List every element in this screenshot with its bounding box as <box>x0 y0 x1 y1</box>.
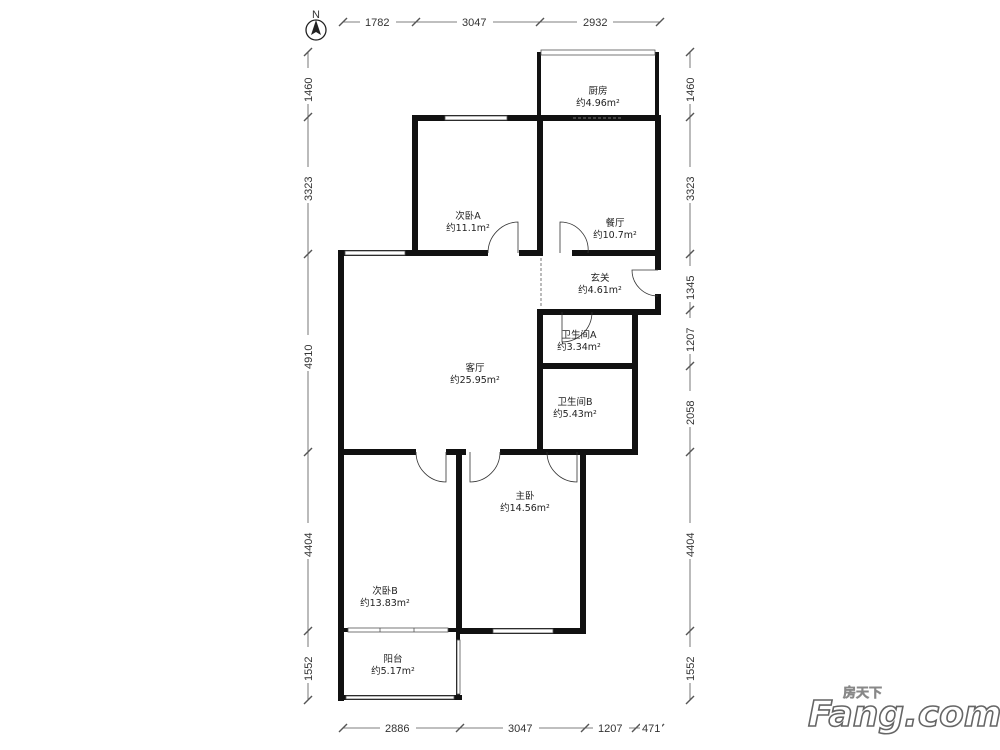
room-area: 约5.17m² <box>371 665 415 677</box>
fang-logo: 房天下 Fang.com <box>807 685 1000 736</box>
room-area: 约5.43m² <box>553 408 597 420</box>
room-kitchen-label: 厨房 约4.96m² <box>576 85 620 109</box>
room-dining-label: 餐厅 约10.7m² <box>593 217 637 241</box>
dim-right-7: 1552 <box>685 657 697 681</box>
compass-label: N <box>312 9 320 21</box>
dim-right-2: 3323 <box>685 177 697 201</box>
dim-left-1: 1460 <box>303 78 315 102</box>
windows <box>344 49 656 700</box>
room-name: 卫生间B <box>557 396 592 408</box>
room-foyer-label: 玄关 约4.61m² <box>578 272 622 296</box>
room-name: 次卧A <box>455 210 481 222</box>
right-dimension-line <box>685 47 695 705</box>
dim-top-3: 2932 <box>583 17 607 29</box>
dim-left-3: 4910 <box>303 345 315 369</box>
dim-right-5: 2058 <box>685 401 697 425</box>
dim-right-6: 4404 <box>685 533 697 557</box>
room-name: 餐厅 <box>605 217 625 229</box>
dim-left-4: 4404 <box>303 533 315 557</box>
dim-bottom-1: 2886 <box>385 723 409 735</box>
room-area: 约25.95m² <box>450 374 500 386</box>
room-area: 约4.96m² <box>576 97 620 109</box>
room-area: 约14.56m² <box>500 502 550 514</box>
room-name: 阳台 <box>383 653 402 665</box>
room-name: 主卧 <box>515 490 535 502</box>
room-area: 约10.7m² <box>593 229 637 241</box>
room-name: 次卧B <box>372 585 398 597</box>
room-name: 客厅 <box>465 362 485 374</box>
room-name: 厨房 <box>588 85 607 97</box>
dim-left-5: 1552 <box>303 657 315 681</box>
room-bedroom-b-label: 次卧B 约13.83m² <box>360 585 410 609</box>
dim-right-1: 1460 <box>685 78 697 102</box>
room-name: 玄关 <box>590 272 610 284</box>
room-bath-b-label: 卫生间B 约5.43m² <box>553 396 597 420</box>
room-area: 约4.61m² <box>578 284 622 296</box>
dim-bottom-2: 3047 <box>508 723 532 735</box>
room-bedroom-a-label: 次卧A 约11.1m² <box>446 210 490 234</box>
logo-cn: 房天下 <box>843 685 882 701</box>
dim-top-2: 3047 <box>462 17 486 29</box>
left-dimension-line <box>303 47 313 705</box>
room-living-label: 客厅 约25.95m² <box>450 362 500 386</box>
room-area: 约11.1m² <box>446 222 490 234</box>
room-area: 约13.83m² <box>360 597 410 609</box>
dim-right-4: 1207 <box>685 328 697 352</box>
dim-bottom-4: 471 <box>642 723 660 735</box>
room-area: 约3.34m² <box>557 341 601 353</box>
compass-icon <box>305 19 327 41</box>
room-master-label: 主卧 约14.56m² <box>500 490 550 514</box>
logo-en: Fang.com <box>808 694 1000 735</box>
dim-top-1: 1782 <box>365 17 389 29</box>
doors <box>415 221 659 483</box>
open-passages <box>540 117 623 306</box>
room-bath-a-label: 卫生间A 约3.34m² <box>557 329 601 353</box>
room-name: 卫生间A <box>562 329 598 341</box>
room-balcony-label: 阳台 约5.17m² <box>371 653 415 677</box>
dim-left-2: 3323 <box>303 177 315 201</box>
dim-bottom-3: 1207 <box>598 723 622 735</box>
dim-right-3: 1345 <box>685 276 697 300</box>
